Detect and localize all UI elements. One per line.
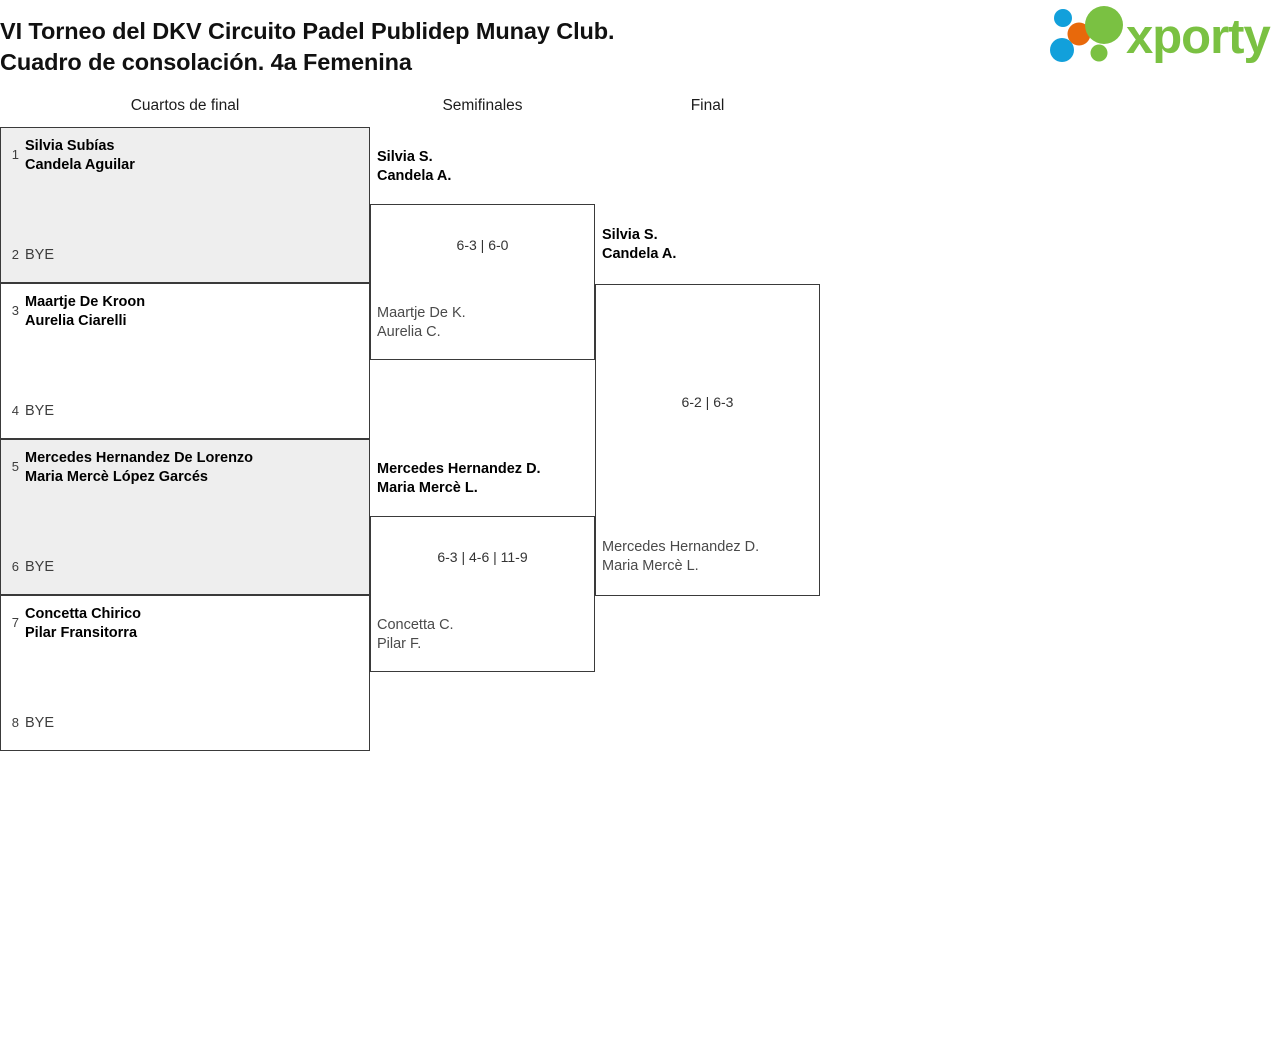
round-header-quarterfinals: Cuartos de final bbox=[130, 97, 240, 114]
seed-number: 5 bbox=[11, 459, 19, 474]
qf-match-2-top-slot[interactable]: 3 Maartje De Kroon Aurelia Ciarelli bbox=[1, 293, 371, 330]
final-match[interactable]: 6-2 | 6-3 bbox=[595, 284, 820, 596]
seed-number: 2 bbox=[11, 247, 19, 263]
connector-sf2-bottom bbox=[369, 672, 370, 751]
sf-match-1[interactable]: 6-3 | 6-0 bbox=[370, 204, 595, 360]
logo-wordmark: xporty bbox=[1126, 10, 1271, 64]
connector-final-top bbox=[594, 204, 595, 284]
xporty-logo-svg: xporty bbox=[1050, 6, 1272, 64]
team-name: Maartje De Kroon Aurelia Ciarelli bbox=[25, 294, 146, 329]
logo-dot-blue-top bbox=[1054, 9, 1072, 27]
page-title-line-2: Cuadro de consolación. 4a Femenina bbox=[0, 48, 412, 75]
page-title: VI Torneo del DKV Circuito Padel Publide… bbox=[0, 16, 900, 78]
connector-sf1-top bbox=[369, 128, 370, 204]
seed-number: 3 bbox=[11, 303, 19, 318]
qf-match-3[interactable]: 5 Mercedes Hernandez De Lorenzo Maria Me… bbox=[0, 439, 370, 595]
qf-match-1-bottom-slot[interactable]: 2 BYE bbox=[1, 246, 371, 265]
logo-dot-blue-bottom bbox=[1050, 38, 1074, 62]
sf-match-1-loser: Maartje De K. Aurelia C. bbox=[377, 305, 466, 340]
page-title-line-1: VI Torneo del DKV Circuito Padel Publide… bbox=[0, 17, 615, 44]
seed-number: 7 bbox=[11, 615, 19, 630]
sf-match-2-winner: Mercedes Hernandez D. Maria Mercè L. bbox=[377, 461, 541, 496]
qf-match-2[interactable]: 3 Maartje De Kroon Aurelia Ciarelli 4 BY… bbox=[0, 283, 370, 439]
round-header-semifinals: Semifinales bbox=[442, 97, 523, 114]
seed-number: 4 bbox=[11, 403, 19, 419]
seed-number: 1 bbox=[11, 147, 19, 162]
bye-label: BYE bbox=[25, 403, 55, 419]
qf-match-3-bottom-slot[interactable]: 6 BYE bbox=[1, 558, 371, 577]
qf-match-4[interactable]: 7 Concetta Chirico Pilar Fransitorra 8 B… bbox=[0, 595, 370, 751]
final-match-loser: Mercedes Hernandez D. Maria Mercè L. bbox=[602, 539, 760, 574]
bracket: 1 Silvia Subías Candela Aguilar 2 BYE 3 … bbox=[0, 127, 820, 751]
logo-dot-green-small bbox=[1090, 44, 1108, 62]
team-name: Mercedes Hernandez De Lorenzo Maria Merc… bbox=[25, 450, 254, 485]
connector-final-bottom bbox=[594, 596, 595, 672]
seed-number: 6 bbox=[11, 559, 19, 575]
sf-match-1-score: 6-3 | 6-0 bbox=[456, 237, 509, 253]
qf-match-1[interactable]: 1 Silvia Subías Candela Aguilar 2 BYE bbox=[0, 127, 370, 283]
qf-match-4-bottom-slot[interactable]: 8 BYE bbox=[1, 714, 371, 733]
team-name: Silvia Subías Candela Aguilar bbox=[25, 138, 135, 173]
qf-match-2-bottom-slot[interactable]: 4 BYE bbox=[1, 402, 371, 421]
logo-dot-green-large bbox=[1085, 6, 1123, 44]
sf-match-2-loser: Concetta C. Pilar F. bbox=[377, 617, 454, 652]
bye-label: BYE bbox=[25, 247, 55, 263]
connector-sf2-top bbox=[369, 440, 370, 516]
logo-dot-orange bbox=[1067, 22, 1091, 46]
bye-label: BYE bbox=[25, 559, 55, 575]
sf-match-2[interactable]: 6-3 | 4-6 | 11-9 bbox=[370, 516, 595, 672]
qf-match-4-top-slot[interactable]: 7 Concetta Chirico Pilar Fransitorra bbox=[1, 605, 371, 642]
qf-match-3-top-slot[interactable]: 5 Mercedes Hernandez De Lorenzo Maria Me… bbox=[1, 449, 371, 486]
sf-match-2-score: 6-3 | 4-6 | 11-9 bbox=[437, 549, 528, 565]
connector-sf1-bottom bbox=[369, 360, 370, 440]
team-name: Concetta Chirico Pilar Fransitorra bbox=[25, 606, 142, 641]
xporty-logo[interactable]: xporty bbox=[1048, 4, 1276, 66]
final-match-winner: Silvia S. Candela A. bbox=[602, 227, 677, 262]
bye-label: BYE bbox=[25, 715, 55, 731]
round-header-final: Final bbox=[690, 97, 725, 114]
final-match-score: 6-2 | 6-3 bbox=[681, 394, 734, 410]
qf-match-1-top-slot[interactable]: 1 Silvia Subías Candela Aguilar bbox=[1, 137, 371, 174]
seed-number: 8 bbox=[11, 715, 19, 731]
sf-match-1-winner: Silvia S. Candela A. bbox=[377, 149, 452, 184]
